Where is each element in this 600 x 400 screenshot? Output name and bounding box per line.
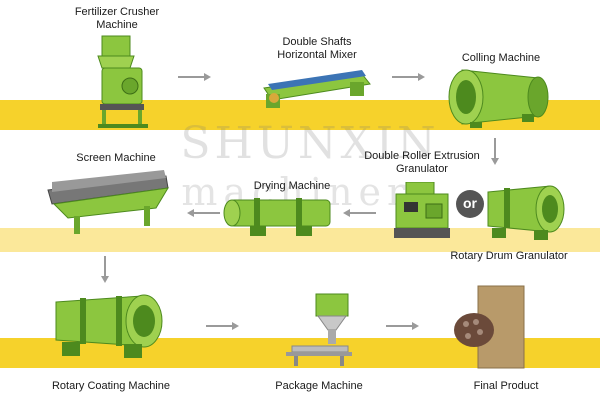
arrow-right-2 <box>392 73 425 81</box>
arrow-right-4 <box>386 322 419 330</box>
arrow-right-1 <box>178 73 211 81</box>
label-cooler: Colling Machine <box>461 52 541 64</box>
label-drum-granulator: Rotary Drum Granulator <box>450 250 568 262</box>
arrow-down-1 <box>491 138 499 165</box>
fertilizer-bag-icon <box>454 285 525 369</box>
arrow-left-1 <box>343 209 376 217</box>
label-screen: Screen Machine <box>76 152 156 164</box>
drum-granulator-icon <box>487 185 565 240</box>
or-badge: or <box>456 190 484 218</box>
label-coating: Rotary Coating Machine <box>51 380 170 392</box>
label-package: Package Machine <box>275 380 363 392</box>
extrusion-granulator-icon <box>394 182 450 238</box>
coating-drum-icon <box>55 294 163 358</box>
label-final-product: Final Product <box>473 380 539 392</box>
arrow-left-2 <box>187 209 220 217</box>
label-crusher: Fertilizer Crusher Machine <box>74 6 160 31</box>
mixer-icon <box>263 70 371 108</box>
cooler-drum-icon <box>448 69 549 128</box>
crusher-icon <box>97 35 148 128</box>
label-extrusion-granulator: Double Roller Extrusion Granulator <box>364 150 480 175</box>
arrow-right-3 <box>206 322 239 330</box>
packaging-machine-icon <box>286 293 352 366</box>
arrow-down-2 <box>101 256 109 283</box>
dryer-drum-icon <box>223 198 331 236</box>
label-mixer: Double Shafts Horizontal Mixer <box>277 36 357 61</box>
screen-machine-icon <box>47 170 169 234</box>
label-dryer: Drying Machine <box>253 180 331 192</box>
